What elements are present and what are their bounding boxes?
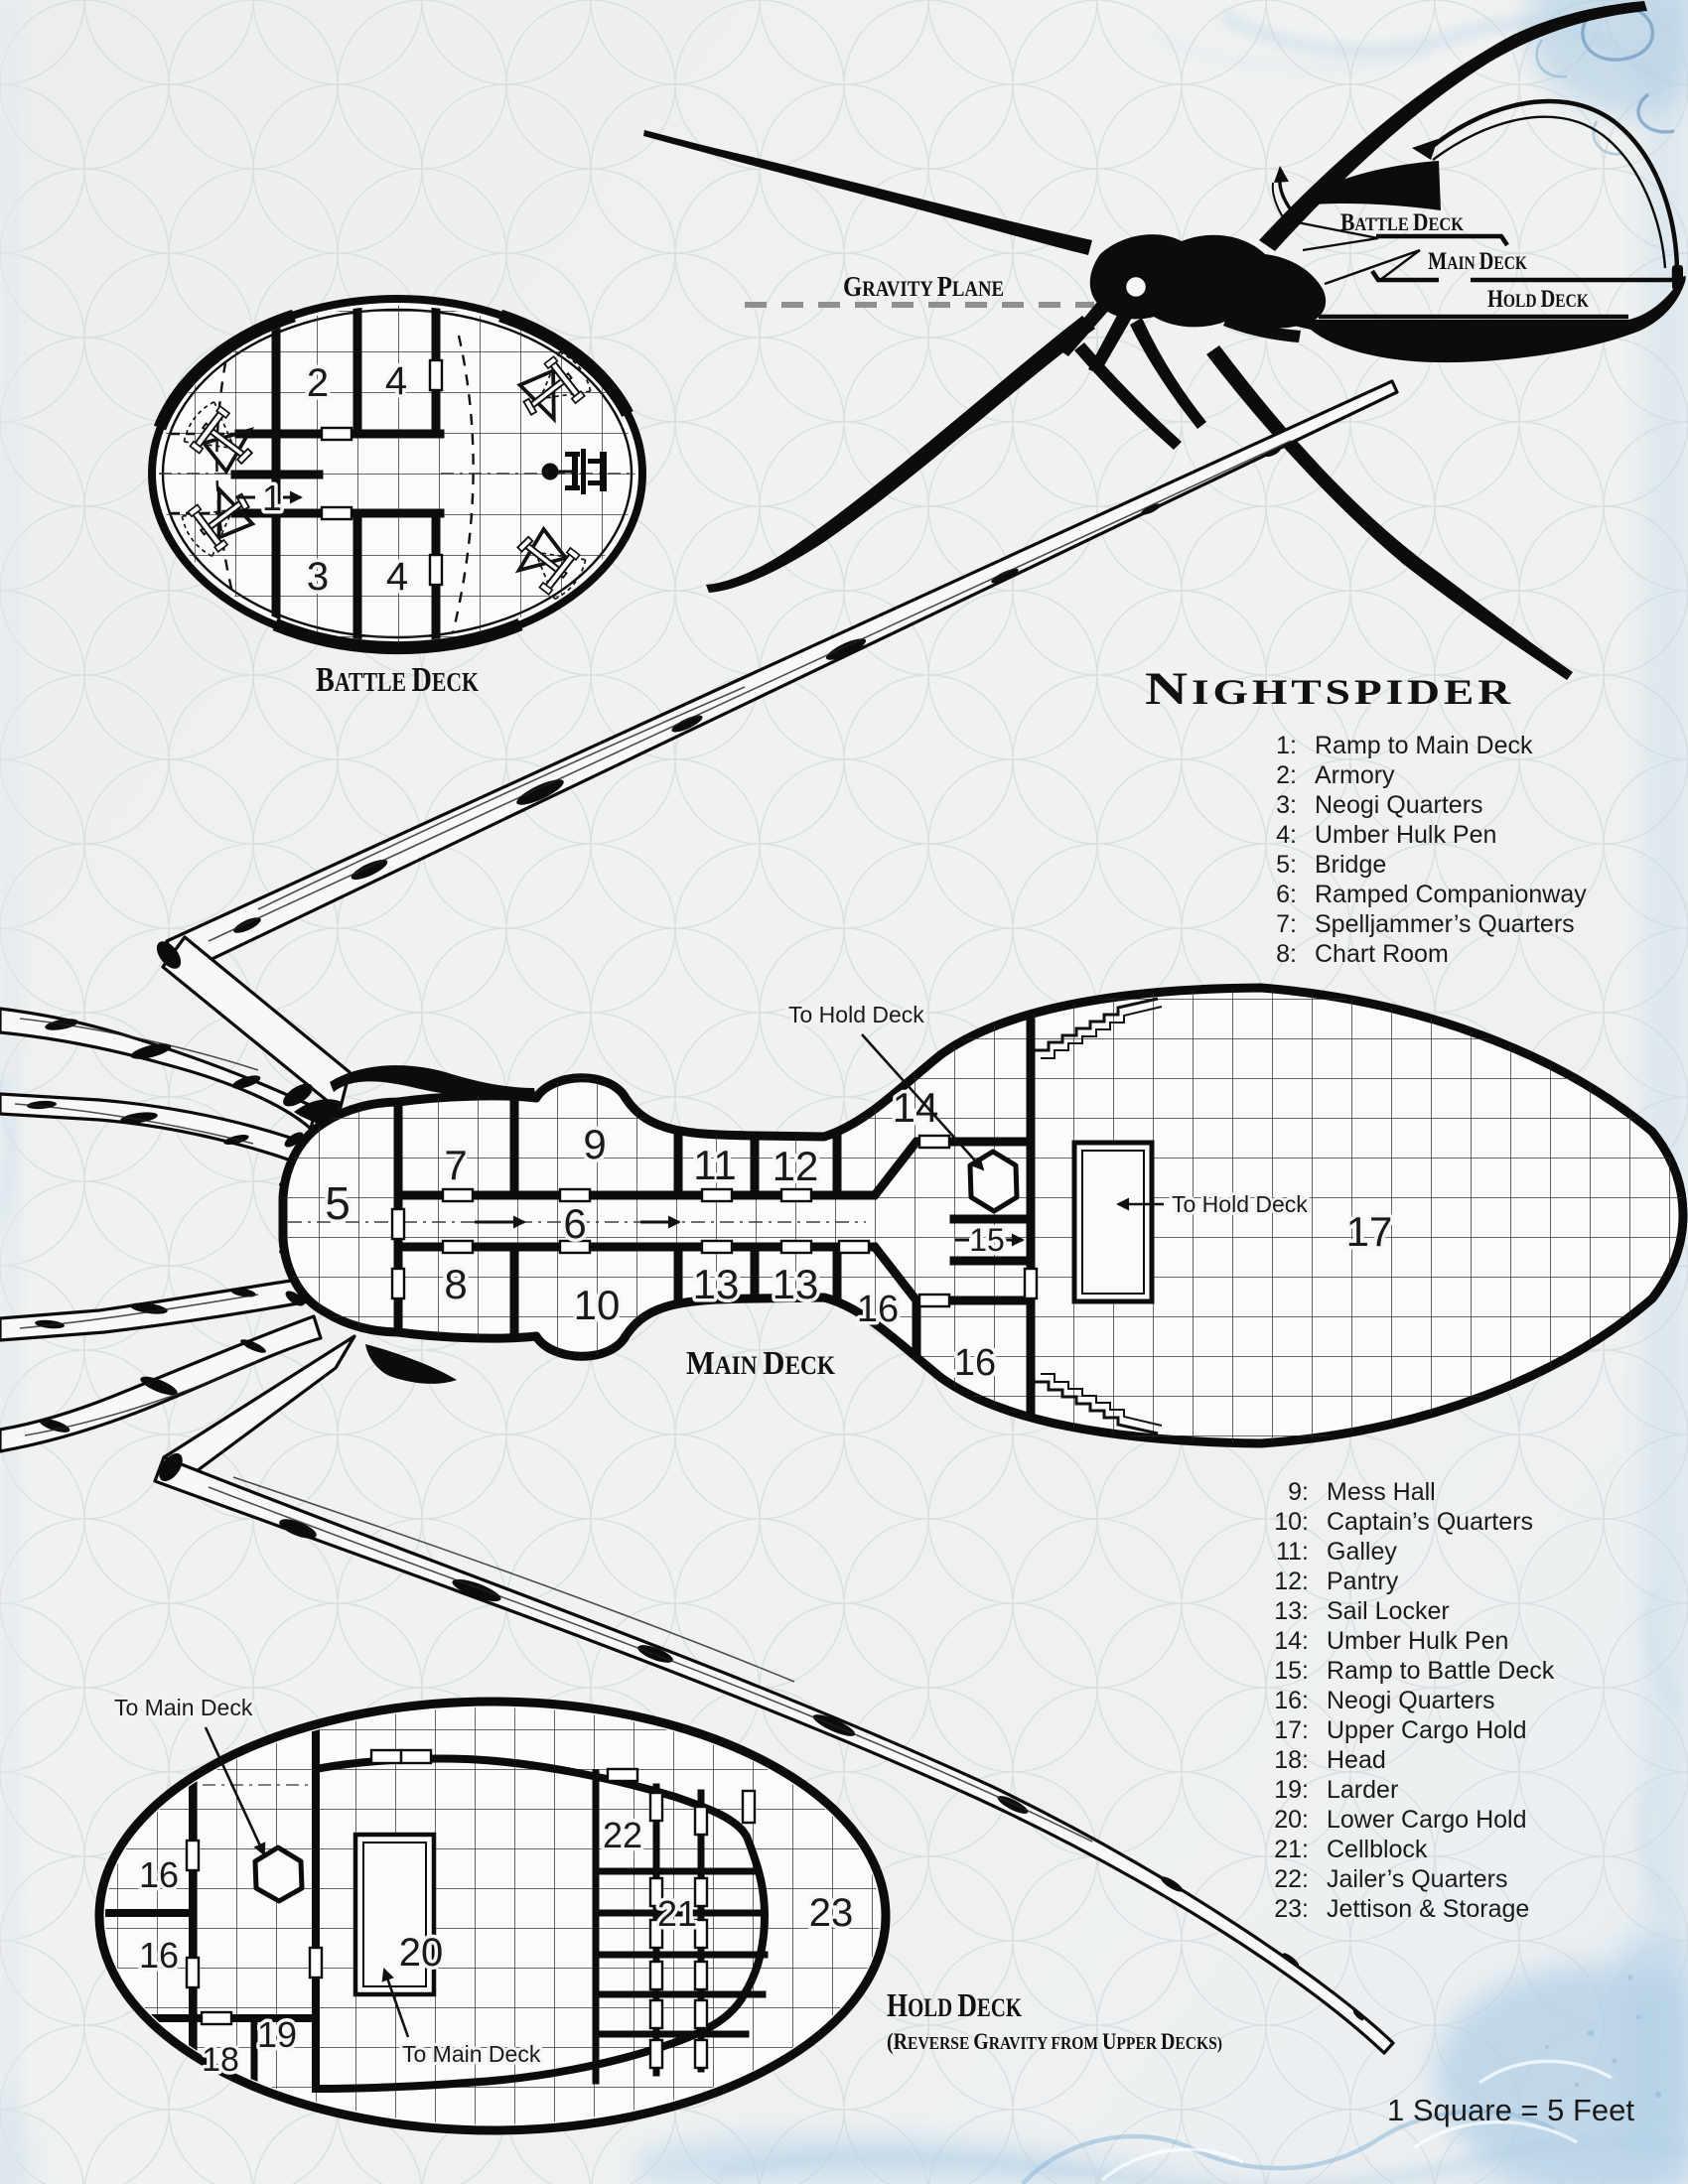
svg-text:4:: 4:	[1276, 821, 1297, 849]
svg-text:4: 4	[385, 359, 407, 403]
svg-text:9:: 9:	[1288, 1478, 1309, 1506]
svg-text:Larder: Larder	[1327, 1776, 1398, 1804]
svg-text:HOLD DECK: HOLD DECK	[887, 1987, 1023, 2024]
svg-text:10: 10	[574, 1282, 621, 1328]
svg-text:Umber Hulk Pen: Umber Hulk Pen	[1315, 821, 1496, 849]
svg-text:1: 1	[262, 478, 282, 518]
svg-text:Ramped Companionway: Ramped Companionway	[1315, 881, 1587, 908]
svg-text:14:: 14:	[1274, 1627, 1309, 1655]
svg-text:Ramp to Battle Deck: Ramp to Battle Deck	[1327, 1657, 1555, 1685]
svg-text:19: 19	[257, 2014, 297, 2055]
svg-text:BATTLE DECK: BATTLE DECK	[1340, 209, 1464, 236]
svg-text:To Main Deck: To Main Deck	[114, 1695, 253, 1720]
svg-text:To Hold Deck: To Hold Deck	[788, 1002, 924, 1027]
svg-text:4: 4	[386, 555, 408, 599]
svg-text:18: 18	[202, 2041, 239, 2079]
svg-text:23:: 23:	[1274, 1895, 1309, 1923]
svg-text:7: 7	[444, 1142, 467, 1188]
svg-text:11: 11	[693, 1142, 737, 1188]
svg-text:Jettison & Storage: Jettison & Storage	[1327, 1895, 1529, 1923]
svg-text:Jailer’s Quarters: Jailer’s Quarters	[1327, 1865, 1507, 1893]
svg-text:17:: 17:	[1274, 1716, 1309, 1744]
svg-text:8: 8	[444, 1261, 467, 1307]
svg-text:13: 13	[773, 1261, 819, 1307]
svg-text:15:: 15:	[1274, 1657, 1309, 1685]
svg-text:Cellblock: Cellblock	[1327, 1836, 1428, 1863]
svg-text:18:: 18:	[1274, 1746, 1309, 1774]
svg-text:21:: 21:	[1274, 1836, 1309, 1863]
svg-text:Neogi Quarters: Neogi Quarters	[1327, 1687, 1495, 1714]
svg-text:2:: 2:	[1276, 761, 1297, 789]
svg-text:5: 5	[325, 1177, 351, 1229]
svg-text:16: 16	[139, 1854, 179, 1895]
svg-text:20:: 20:	[1274, 1806, 1309, 1834]
svg-text:6: 6	[563, 1200, 586, 1247]
svg-text:(REVERSE GRAVITY FROM UPPER DE: (REVERSE GRAVITY FROM UPPER DECKS)	[887, 2029, 1222, 2054]
svg-text:Head: Head	[1327, 1746, 1386, 1774]
svg-text:19:: 19:	[1274, 1776, 1309, 1804]
svg-text:Bridge: Bridge	[1315, 851, 1386, 879]
svg-text:11:: 11:	[1276, 1538, 1309, 1566]
svg-text:8:: 8:	[1276, 940, 1297, 968]
svg-text:23: 23	[809, 1891, 854, 1935]
svg-text:16: 16	[954, 1342, 996, 1384]
svg-text:3:: 3:	[1276, 791, 1297, 819]
svg-text:Lower Cargo Hold: Lower Cargo Hold	[1327, 1806, 1527, 1834]
svg-text:10:: 10:	[1274, 1508, 1309, 1536]
svg-text:9: 9	[583, 1121, 606, 1167]
svg-text:Mess Hall: Mess Hall	[1327, 1478, 1436, 1506]
svg-text:Pantry: Pantry	[1327, 1568, 1399, 1595]
svg-text:13: 13	[693, 1261, 740, 1307]
svg-text:5:: 5:	[1276, 851, 1297, 879]
svg-text:Spelljammer’s Quarters: Spelljammer’s Quarters	[1315, 910, 1575, 938]
svg-text:16:: 16:	[1274, 1687, 1309, 1714]
svg-text:6:: 6:	[1276, 881, 1297, 908]
svg-text:Galley: Galley	[1327, 1538, 1397, 1566]
svg-text:Chart Room: Chart Room	[1315, 940, 1449, 968]
svg-text:20: 20	[399, 1931, 444, 1975]
svg-text:12:: 12:	[1274, 1568, 1309, 1595]
svg-text:BATTLE DECK: BATTLE DECK	[316, 660, 479, 699]
svg-text:Armory: Armory	[1315, 761, 1395, 789]
svg-text:13:: 13:	[1274, 1597, 1309, 1625]
svg-text:12: 12	[773, 1143, 819, 1189]
svg-text:7:: 7:	[1276, 910, 1297, 938]
svg-text:16: 16	[857, 1289, 899, 1330]
svg-text:Umber Hulk Pen: Umber Hulk Pen	[1327, 1627, 1508, 1655]
svg-text:To Hold Deck: To Hold Deck	[1172, 1191, 1308, 1217]
svg-text:1:: 1:	[1276, 732, 1297, 759]
svg-text:Captain’s Quarters: Captain’s Quarters	[1327, 1508, 1533, 1536]
svg-text:17: 17	[1346, 1208, 1393, 1255]
svg-text:GRAVITY PLANE: GRAVITY PLANE	[843, 271, 1004, 303]
svg-text:21: 21	[657, 1893, 697, 1934]
svg-text:15: 15	[969, 1222, 1005, 1258]
svg-text:Sail Locker: Sail Locker	[1327, 1597, 1450, 1625]
svg-text:2: 2	[307, 361, 329, 405]
svg-text:1 Square = 5 Feet: 1 Square = 5 Feet	[1387, 2093, 1634, 2127]
svg-text:HOLD DECK: HOLD DECK	[1487, 286, 1589, 313]
svg-text:Neogi Quarters: Neogi Quarters	[1315, 791, 1483, 819]
svg-text:Ramp to Main Deck: Ramp to Main Deck	[1315, 732, 1533, 759]
svg-text:Upper Cargo Hold: Upper Cargo Hold	[1327, 1716, 1527, 1744]
svg-text:MAIN DECK: MAIN DECK	[686, 1345, 836, 1382]
svg-text:16: 16	[139, 1935, 179, 1976]
svg-text:MAIN DECK: MAIN DECK	[1428, 248, 1527, 275]
svg-text:22:: 22:	[1274, 1865, 1309, 1893]
svg-text:14: 14	[893, 1084, 939, 1131]
svg-text:To Main Deck: To Main Deck	[402, 2041, 541, 2067]
svg-text:3: 3	[307, 555, 329, 599]
svg-text:22: 22	[603, 1815, 642, 1855]
